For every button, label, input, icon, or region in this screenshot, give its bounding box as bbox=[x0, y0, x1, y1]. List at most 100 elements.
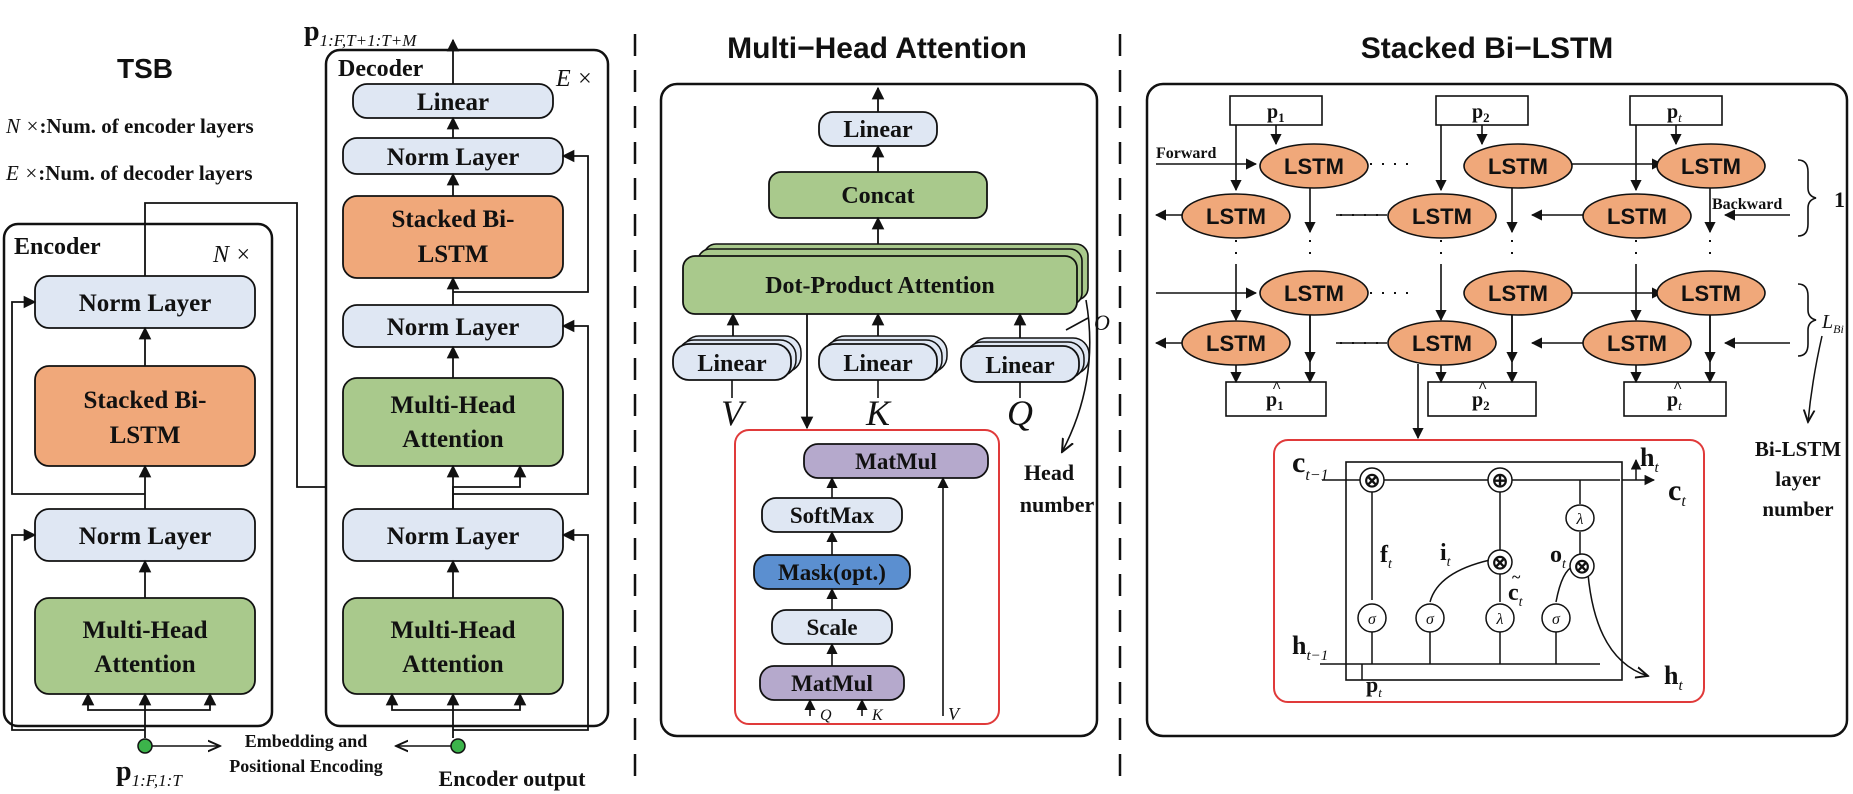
sdpa-matmul-top bbox=[803, 443, 989, 479]
svg-text:⊕: ⊕ bbox=[1492, 470, 1509, 492]
svg-text:LSTM: LSTM bbox=[1681, 281, 1741, 306]
layer-label-3: number bbox=[1762, 497, 1833, 521]
legend-encoder: N ×:Num. of encoder layers bbox=[5, 114, 254, 138]
svg-text:LSTM: LSTM bbox=[1412, 204, 1472, 229]
sdpa-matmul-bottom-label: MatMul bbox=[791, 671, 873, 696]
layer-one-label: 1 bbox=[1834, 187, 1845, 212]
lstm-r1-b3 bbox=[1582, 193, 1692, 239]
mha-linear-q: Linear bbox=[960, 337, 1090, 383]
sdpa-k: K bbox=[871, 707, 884, 724]
sdpa-mask-label: Mask(opt.) bbox=[778, 560, 886, 585]
pt-hat-caret: ^ bbox=[1673, 379, 1682, 396]
head-label-2: number bbox=[1020, 492, 1095, 517]
head-symbol: O bbox=[1094, 310, 1110, 335]
h-top-label: ht bbox=[1640, 443, 1659, 476]
mha-title: Multi−Head Attention bbox=[727, 32, 1027, 65]
decoder-bilstm-label-1: Stacked Bi- bbox=[392, 206, 515, 233]
sdpa-scale-label: Scale bbox=[806, 615, 857, 640]
svg-text:LSTM: LSTM bbox=[1488, 154, 1548, 179]
sdpa-softmax-label: SoftMax bbox=[790, 503, 875, 528]
i-gate-label: it bbox=[1440, 540, 1452, 570]
lstm-grid: LSTM LSTM LSTM LSTM LSTM LSTM LSTM LSTM … bbox=[1181, 143, 1766, 366]
forward-label: Forward bbox=[1156, 145, 1217, 162]
c-prev-label: ct−1 bbox=[1292, 446, 1329, 484]
sdpa-matmul-top-label: MatMul bbox=[855, 449, 937, 474]
mha-dpa-label: Dot-Product Attention bbox=[765, 273, 995, 299]
lstm-r2-b1 bbox=[1181, 320, 1291, 366]
sigma-forget-icon bbox=[1357, 603, 1387, 633]
lstm-r2-f1 bbox=[1259, 270, 1369, 316]
sigma-input-icon bbox=[1415, 603, 1445, 633]
lstm-r1-f2 bbox=[1463, 143, 1573, 189]
encoder-input-node bbox=[137, 738, 153, 754]
mha-linear-k: Linear bbox=[818, 335, 948, 381]
svg-text:Linear: Linear bbox=[843, 351, 913, 377]
decoder-repeat: E × bbox=[555, 66, 593, 92]
svg-text:LSTM: LSTM bbox=[1284, 154, 1344, 179]
sdpa-container bbox=[734, 429, 1000, 725]
decoder-input-node bbox=[450, 738, 466, 754]
decoder-title: Decoder bbox=[338, 56, 424, 82]
svg-text:LSTM: LSTM bbox=[1681, 154, 1741, 179]
p1-hat-label: p1 bbox=[1266, 389, 1284, 413]
encoder-arrows bbox=[11, 202, 467, 738]
encoder-mha-label-1: Multi-Head bbox=[83, 617, 208, 644]
mha-linear-top-label: Linear bbox=[843, 117, 913, 143]
pt-hat-label: pt bbox=[1667, 389, 1682, 413]
encoder-bilstm-label-1: Stacked Bi- bbox=[84, 387, 207, 414]
decoder-arrows bbox=[385, 38, 589, 738]
sdpa-q: Q bbox=[820, 707, 832, 724]
decoder-linear-label: Linear bbox=[417, 89, 489, 116]
mha-concat-label: Concat bbox=[841, 183, 914, 209]
lstm-r1-f1 bbox=[1259, 143, 1369, 189]
p2-hat-box bbox=[1427, 381, 1537, 417]
decoder-bilstm-label-2: LSTM bbox=[418, 241, 489, 268]
decoder-mha-cross-label-2: Attention bbox=[402, 426, 503, 453]
head-label-1: Head bbox=[1024, 460, 1074, 485]
encoder-bilstm bbox=[34, 365, 256, 467]
svg-text:LSTM: LSTM bbox=[1488, 281, 1548, 306]
c-candidate-tilde: ~ bbox=[1512, 569, 1521, 586]
input-label: p1:F,1:T bbox=[116, 756, 183, 790]
lstm-cell-container bbox=[1273, 439, 1705, 703]
encoder-norm-bottom-label: Norm Layer bbox=[79, 523, 212, 550]
svg-text:λ: λ bbox=[1496, 611, 1504, 628]
lstm-r2-f3 bbox=[1656, 270, 1766, 316]
head-tick bbox=[1065, 317, 1089, 331]
sigma-output-icon bbox=[1541, 603, 1571, 633]
lstm-cell-body bbox=[1345, 461, 1623, 681]
decoder-norm-3-label: Norm Layer bbox=[387, 523, 520, 550]
mha-panel: Multi−Head Attention Linear Concat Dot-P… bbox=[659, 32, 1110, 738]
mha-top-arrows bbox=[726, 86, 1027, 430]
tsb-panel: TSB N ×:Num. of encoder layers E ×:Num. … bbox=[2, 16, 610, 791]
svg-text:σ: σ bbox=[1368, 611, 1377, 628]
bilstm-title: Stacked Bi−LSTM bbox=[1361, 32, 1614, 65]
svg-text:σ: σ bbox=[1426, 611, 1435, 628]
svg-text:LSTM: LSTM bbox=[1607, 331, 1667, 356]
svg-text:LSTM: LSTM bbox=[1412, 331, 1472, 356]
decoder-mha-self-label-2: Attention bbox=[402, 651, 503, 678]
decoder-norm-2-label: Norm Layer bbox=[387, 314, 520, 341]
h-out-label: ht bbox=[1664, 661, 1683, 694]
sdpa-v: V bbox=[948, 704, 961, 724]
output-multiply-icon bbox=[1569, 553, 1595, 579]
encoder-bilstm-label-2: LSTM bbox=[110, 422, 181, 449]
svg-text:σ: σ bbox=[1552, 611, 1561, 628]
decoder-mha-self-label-1: Multi-Head bbox=[391, 617, 516, 644]
svg-text:LSTM: LSTM bbox=[1206, 331, 1266, 356]
lstm-r1-f3 bbox=[1656, 143, 1766, 189]
f-gate-label: ft bbox=[1380, 542, 1393, 572]
encoder-mha bbox=[34, 597, 256, 695]
pt-label: pt bbox=[1667, 101, 1682, 125]
layer-label-1: Bi-LSTM bbox=[1755, 437, 1842, 461]
h-prev-label: ht−1 bbox=[1292, 631, 1328, 664]
brace-lbi bbox=[1797, 283, 1817, 357]
output-label: p1:F,T+1:T+M bbox=[304, 16, 417, 50]
decoder-mha-cross-label-1: Multi-Head bbox=[391, 392, 516, 419]
mha-input-v: V bbox=[721, 393, 747, 433]
encoder-output-label: Encoder output bbox=[439, 766, 587, 791]
lstm-r1-b2 bbox=[1387, 193, 1497, 239]
decoder-mha-self bbox=[342, 597, 564, 695]
svg-text:⊗: ⊗ bbox=[1364, 470, 1381, 492]
lstm-r1-b1 bbox=[1181, 193, 1291, 239]
